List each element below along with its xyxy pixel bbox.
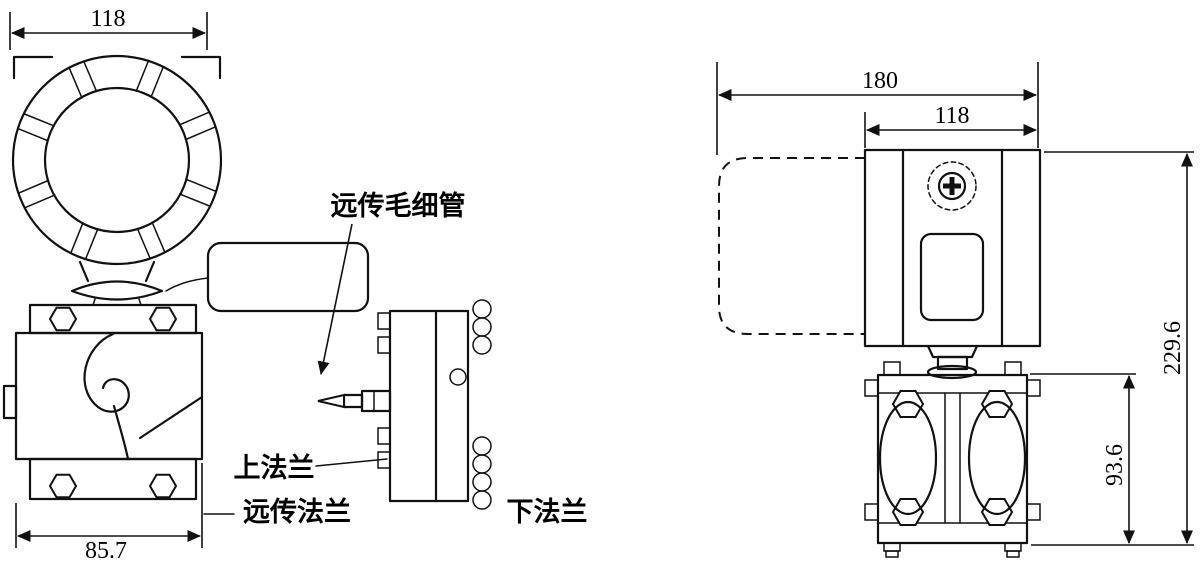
capillary-label-group: 远传毛细管 [317,190,466,376]
capillary-junction-box [165,241,370,313]
dim-85-7: 85.7 [15,463,203,561]
oval-cover [878,400,938,516]
bolt-hex [148,306,178,332]
bolt-hex [48,306,78,332]
body-group [2,303,204,501]
bolt-hex [891,390,925,418]
flange-side-tabs [864,379,1041,521]
flange-left-tabs [377,312,391,469]
capillary-tail [112,404,130,461]
dim-93-6: 93.6 [1030,373,1136,545]
flange-labels: 上法兰 远传法兰 下法兰 [203,453,588,527]
housing-corner [12,55,222,80]
cover-inner-ring [43,86,191,234]
capillary-loop [83,332,130,413]
dim-label-93-6: 93.6 [1102,444,1128,486]
cover-grip-notches [17,60,217,260]
capillary-exit-line [138,395,204,440]
dim-229-6: 229.6 [1031,151,1194,546]
bottom-plate [28,457,198,501]
remote-flange-label: 远传法兰 [243,497,351,527]
neck-collar [70,260,164,306]
side-tab [2,384,18,420]
capillary-label: 远传毛细管 [331,190,466,221]
dim-118-top: 118 [9,6,208,50]
display-window [919,232,985,322]
upper-flange-leader [315,458,388,467]
remote-flange-group [317,299,492,510]
remote-flange-body [388,309,470,503]
dim-118-right: 118 [864,103,1038,148]
upper-flange-label: 上法兰 [234,453,315,483]
housing-outline [863,148,1042,348]
housing-circle-group [11,54,223,266]
dashed-housing-outline [718,157,865,335]
dim-label-229-6: 229.6 [1160,321,1186,375]
capillary-leader-arrow [317,223,353,376]
bolt-hex [891,498,925,526]
dim-label-180: 180 [862,68,898,94]
lower-flange-label: 下法兰 [507,497,588,527]
dim-label-85-7: 85.7 [85,538,127,561]
body-block [14,331,204,461]
process-flange-group [864,361,1041,558]
zero-adjust-screw [927,161,977,211]
electronics-housing [863,148,1042,380]
vent-plugs [883,361,1022,558]
front-view: 118 [2,6,588,561]
bolt-hex [980,498,1014,526]
bolt-hex [980,390,1014,418]
capillary-tip [317,393,345,409]
capillary-stem [317,389,392,413]
oval-cover [967,400,1027,516]
dim-label-118-top: 118 [90,6,125,32]
flange-bolt-circles [449,299,492,510]
dim-180: 180 [716,62,1039,155]
cover-outer-ring [11,54,223,266]
bolt-hex [148,473,178,499]
side-view: 180 118 [716,62,1194,558]
bolt-hex [48,473,78,499]
flange-body [876,373,1029,545]
capillary-link [165,277,209,292]
housing-neck [926,344,979,380]
dim-label-118-right: 118 [934,103,969,129]
